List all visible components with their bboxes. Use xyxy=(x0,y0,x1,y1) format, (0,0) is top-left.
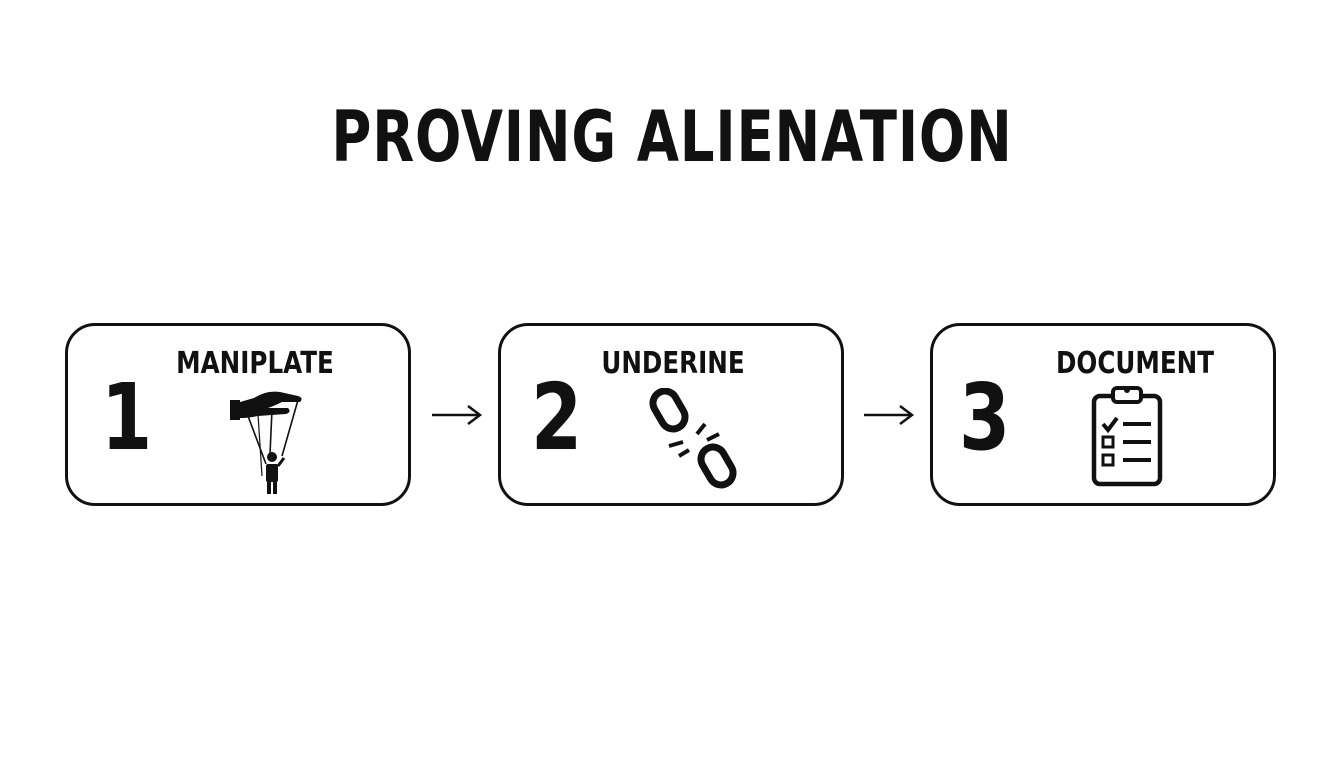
step-3-box: 3 DOCUMENT xyxy=(930,323,1276,506)
step-2-box: 2 UNDERINE xyxy=(498,323,844,506)
step-3-label: DOCUMENT xyxy=(1055,346,1215,381)
arrow-icon xyxy=(862,400,916,434)
page-title: PROVING ALIENATION xyxy=(331,96,1013,178)
arrow-icon xyxy=(430,400,484,434)
step-2-label: UNDERINE xyxy=(601,346,745,381)
broken-chain-icon xyxy=(649,387,745,498)
step-2-number: 2 xyxy=(531,364,583,471)
step-1-box: 1 MANIPLATE xyxy=(65,323,411,506)
puppet-hand-icon xyxy=(228,384,308,500)
step-1-number: 1 xyxy=(101,364,153,471)
step-1-label: MANIPLATE xyxy=(176,346,334,381)
step-3-number: 3 xyxy=(959,364,1011,471)
clipboard-checklist-icon xyxy=(1089,384,1165,492)
